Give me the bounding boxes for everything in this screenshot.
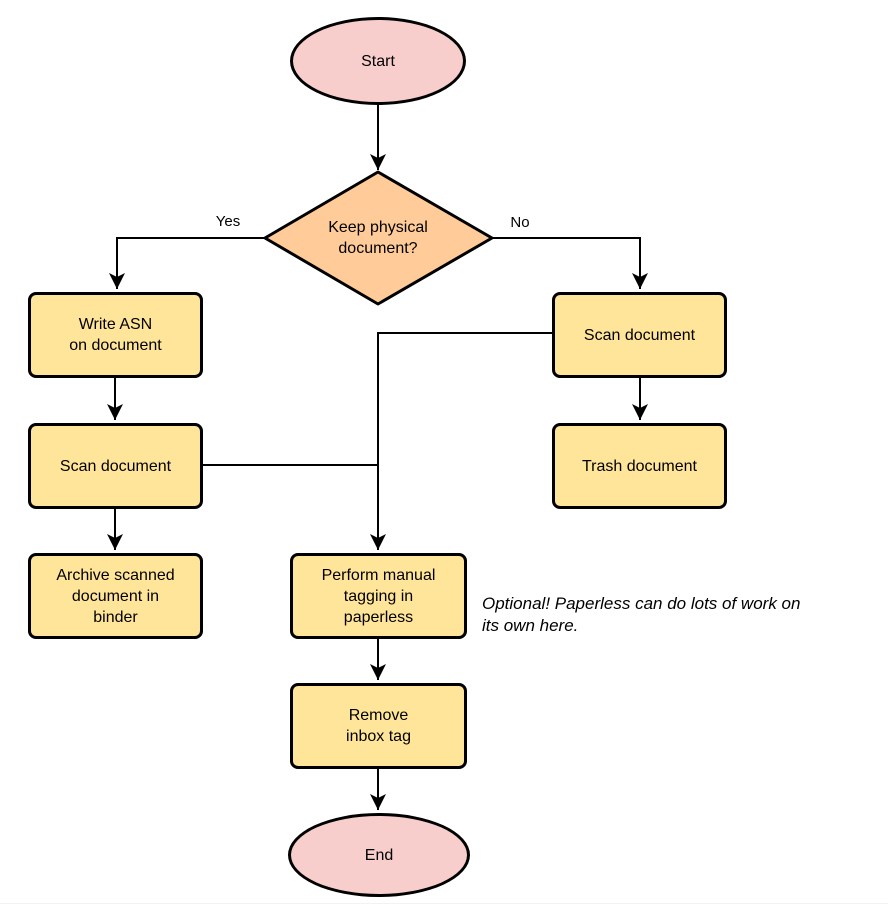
node-scan-document-right: Scan document <box>552 292 727 378</box>
node-write-asn-label: Write ASN on document <box>69 316 162 354</box>
node-trash-document-label: Trash document <box>581 457 697 475</box>
start-node-label: Start <box>361 52 395 70</box>
node-remove-inbox-tag: Remove inbox tag <box>290 683 467 769</box>
node-manual-tagging-label: Perform manual tagging in paperless <box>321 566 436 626</box>
edge-label-yes: Yes <box>215 213 241 230</box>
node-write-asn: Write ASN on document <box>28 292 203 378</box>
node-trash-document: Trash document <box>552 423 727 509</box>
edge-no-decision-to-scan-right <box>492 237 648 289</box>
node-scan-document-left: Scan document <box>28 423 203 509</box>
bottom-hairline <box>0 903 888 904</box>
node-remove-inbox-tag-label: Remove inbox tag <box>346 707 411 745</box>
decision-node-label: Keep physical document? <box>328 219 428 257</box>
end-node-label: End <box>364 846 394 864</box>
node-scan-document-left-label: Scan document <box>59 457 172 475</box>
edge-yes-decision-to-write-asn <box>109 237 265 289</box>
decision-diamond-shape <box>263 170 494 306</box>
edge-scan-right-to-tagging <box>370 332 552 550</box>
node-scan-document-right-label: Scan document <box>583 326 696 344</box>
edge-label-no: No <box>510 214 530 231</box>
node-manual-tagging: Perform manual tagging in paperless <box>290 553 467 639</box>
end-node: End <box>288 813 470 897</box>
node-archive-scanned-label: Archive scanned document in binder <box>56 566 175 626</box>
optional-note: Optional! Paperless can do lots of work … <box>482 594 801 635</box>
node-archive-scanned: Archive scanned document in binder <box>28 553 203 639</box>
start-node: Start <box>290 17 466 105</box>
